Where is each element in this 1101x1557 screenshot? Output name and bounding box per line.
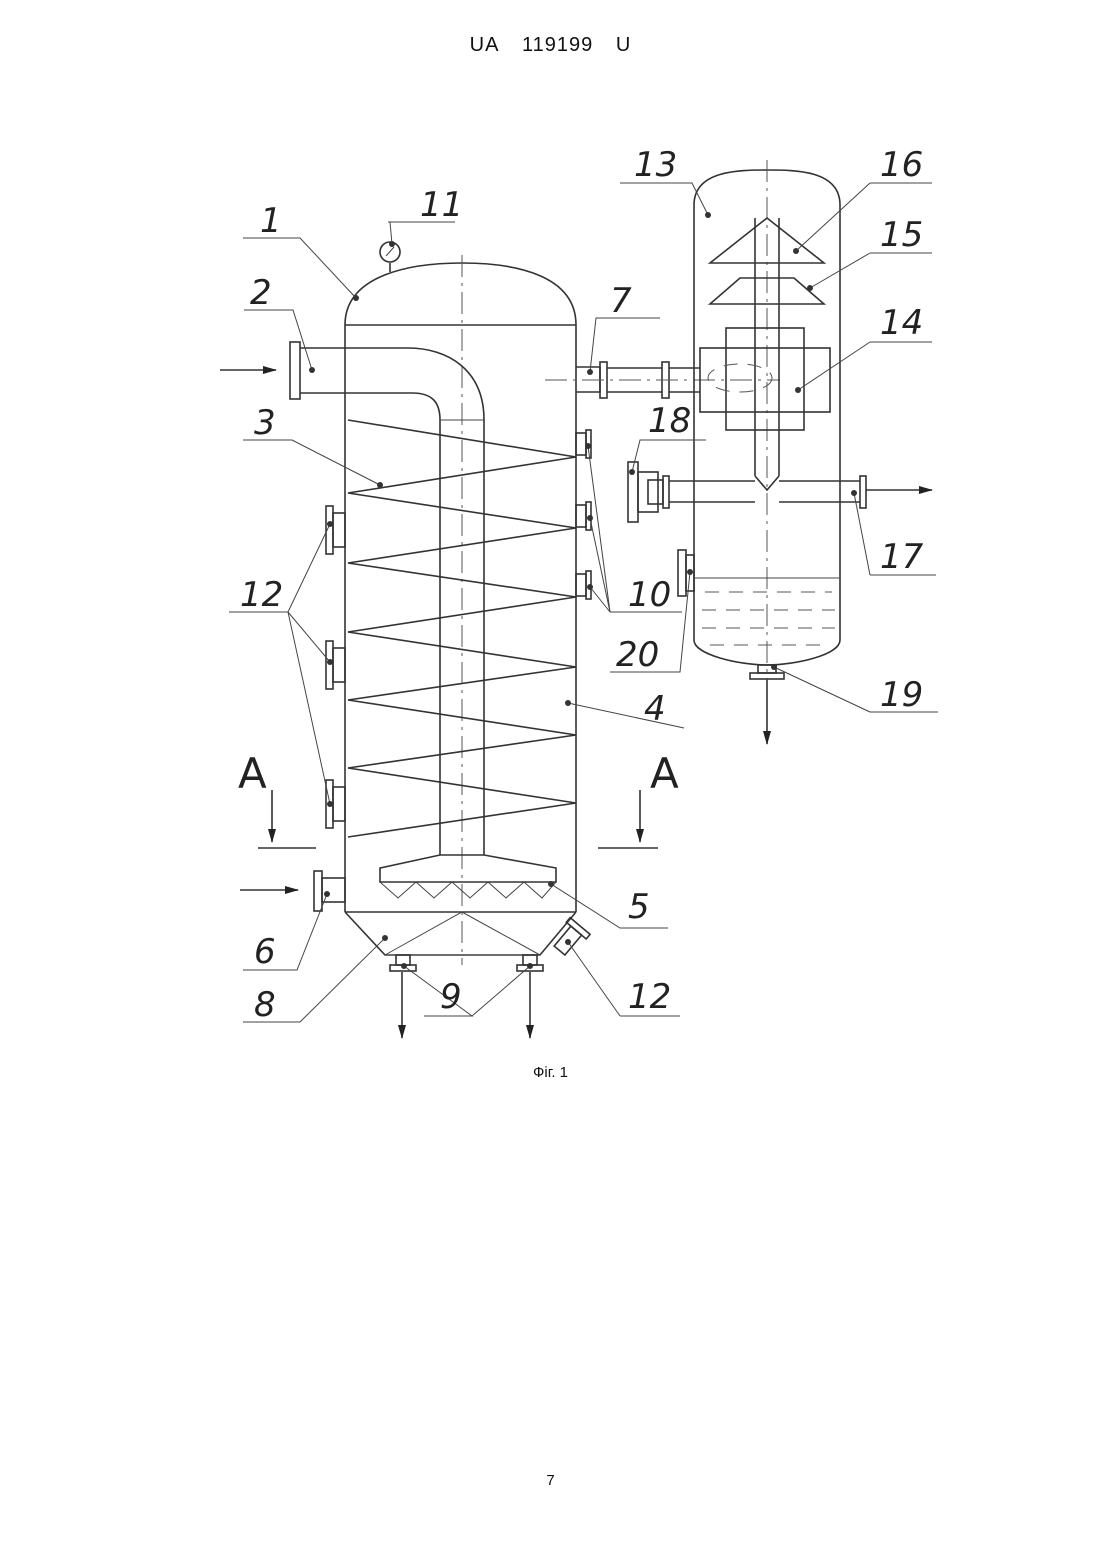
- label-7: 7: [610, 281, 632, 321]
- level-nozzle: [678, 550, 686, 596]
- central-pipe-outer: [300, 348, 484, 855]
- section-label-right: A: [650, 749, 679, 798]
- leader-lines: [229, 183, 938, 1022]
- label-2: 2: [250, 273, 272, 313]
- vessel-cone: [345, 912, 576, 955]
- distributor-hood: [380, 855, 556, 882]
- label-4: 4: [644, 689, 666, 729]
- label-13: 13: [634, 145, 677, 185]
- label-19: 19: [880, 675, 923, 715]
- cyclone-body: [726, 328, 804, 430]
- label-16: 16: [880, 145, 923, 185]
- label-3: 3: [254, 403, 276, 443]
- label-6: 6: [254, 932, 276, 972]
- label-1: 1: [260, 201, 282, 241]
- label-18: 18: [648, 401, 691, 441]
- label-5: 5: [628, 887, 650, 927]
- label-12-left: 12: [240, 575, 283, 615]
- label-15: 15: [880, 215, 923, 255]
- main-vessel: [290, 242, 591, 971]
- label-17: 17: [880, 537, 924, 577]
- label-12-cone: 12: [628, 977, 671, 1017]
- label-14: 14: [880, 303, 923, 343]
- vessel-dome: [345, 263, 576, 325]
- connecting-pipe: [545, 362, 780, 398]
- label-9: 9: [440, 977, 462, 1017]
- left-nozzles: [326, 506, 345, 828]
- central-pipe-inner: [300, 393, 440, 855]
- figure-labels: 1 2 3 4 5 6 7 8 9 10 11 12 12 13 14 15 1…: [238, 145, 924, 1025]
- figure-caption: Фіг. 1: [0, 1064, 1101, 1081]
- label-20: 20: [616, 635, 659, 675]
- label-8: 8: [254, 985, 276, 1025]
- section-label-left: A: [238, 749, 267, 798]
- page-number: 7: [0, 1472, 1101, 1489]
- label-10: 10: [628, 575, 671, 615]
- label-11: 11: [420, 185, 463, 225]
